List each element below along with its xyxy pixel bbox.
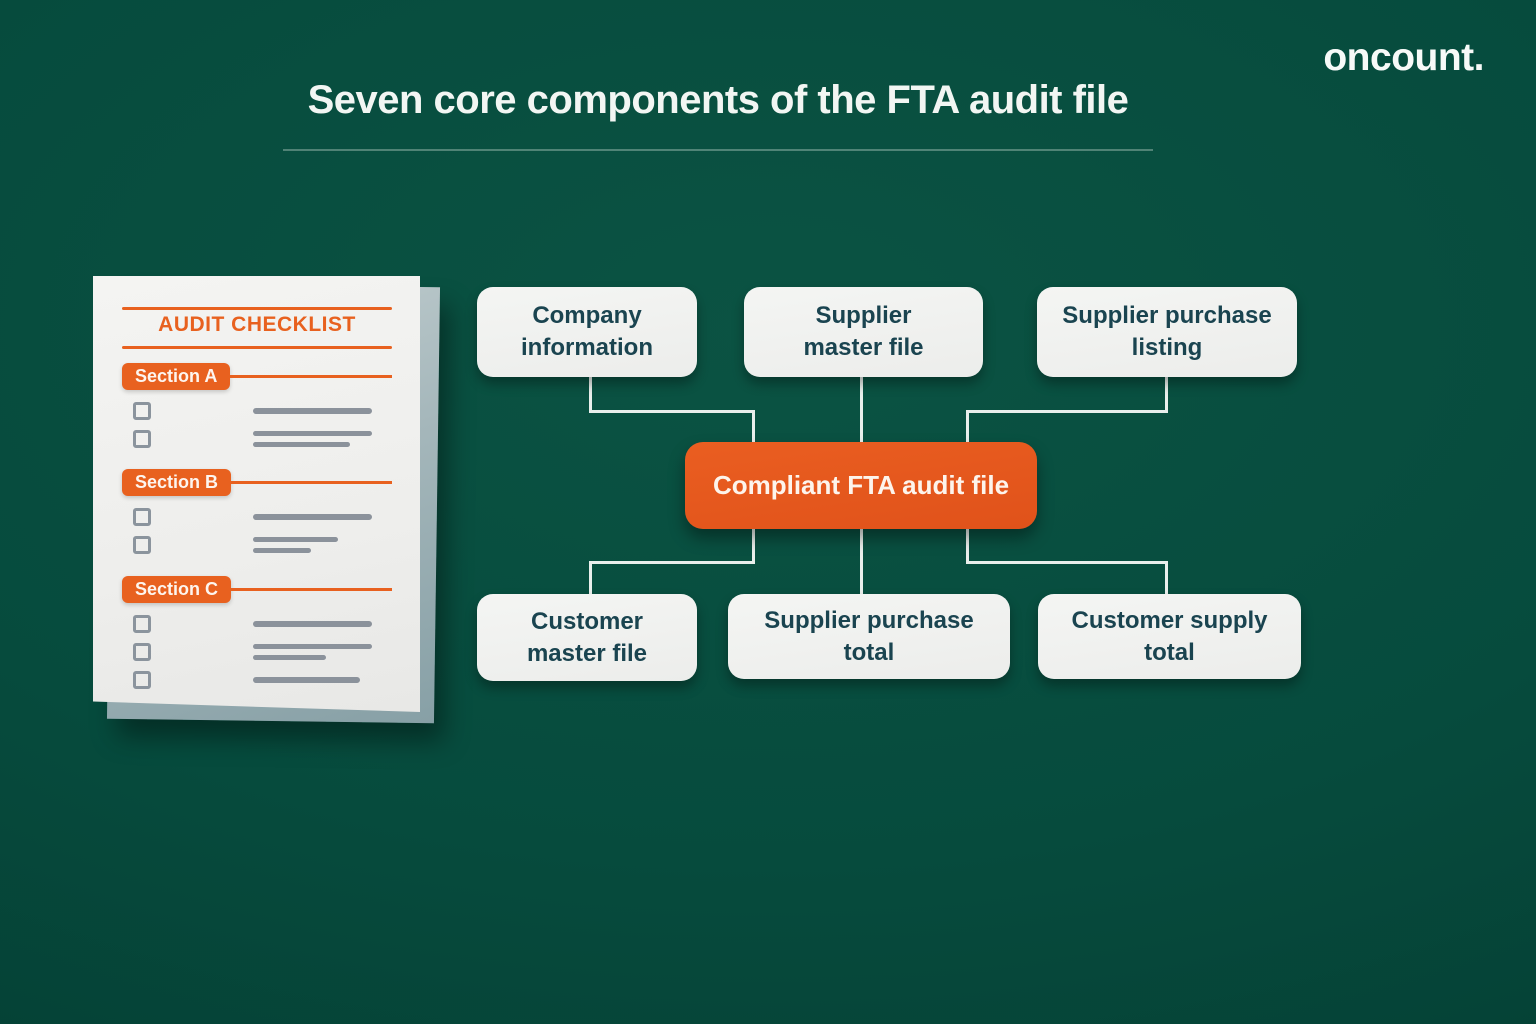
placeholder-line <box>253 514 372 520</box>
checkbox-icon <box>133 430 151 448</box>
checklist-top-rule <box>122 307 392 310</box>
checkbox-icon <box>133 671 151 689</box>
connector-line <box>966 529 969 564</box>
node-compliant-fta-audit-file: Compliant FTA audit file <box>685 442 1037 529</box>
checklist-section-c: Section C <box>122 576 392 689</box>
node-customer-supply-total: Customer supply total <box>1038 594 1301 679</box>
placeholder-line <box>253 442 350 447</box>
page-title: Seven core components of the FTA audit f… <box>307 78 1129 122</box>
connector-line <box>589 377 592 413</box>
checklist-title: AUDIT CHECKLIST <box>158 313 356 336</box>
checklist-item <box>133 430 392 448</box>
connector-line <box>860 377 863 442</box>
section-header-row: Section B <box>122 469 392 496</box>
section-badge: Section C <box>122 576 232 603</box>
placeholder-line <box>253 537 338 542</box>
node-supplier-purchase-listing: Supplier purchase listing <box>1037 287 1297 377</box>
placeholder-line <box>253 431 372 436</box>
connector-line <box>966 410 1168 413</box>
node-supplier-master-file: Supplier master file <box>744 287 983 377</box>
section-badge: Section B <box>122 469 232 496</box>
checkbox-icon <box>133 536 151 554</box>
node-supplier-purchase-total: Supplier purchase total <box>728 594 1010 679</box>
placeholder-line <box>253 677 360 683</box>
checklist-section-a: Section A <box>122 363 392 448</box>
checklist-item <box>133 671 392 689</box>
brand-logo: oncount. <box>1323 36 1484 79</box>
connector-line <box>589 561 592 594</box>
connector-line <box>966 561 1168 564</box>
placeholder-line <box>253 548 311 553</box>
node-company-information: Company information <box>477 287 697 377</box>
connector-line <box>966 410 969 442</box>
section-rule <box>231 481 392 484</box>
paper-front-page: AUDIT CHECKLIST Section A <box>93 276 420 712</box>
checklist-item <box>133 615 392 633</box>
connector-line <box>589 561 755 564</box>
checklist-item <box>133 536 392 554</box>
audit-checklist-illustration: AUDIT CHECKLIST Section A <box>93 276 441 724</box>
checklist-bottom-rule <box>122 346 392 349</box>
section-badge: Section A <box>122 363 231 390</box>
connector-line <box>752 529 755 564</box>
section-rule <box>231 588 392 591</box>
checklist-item <box>133 402 392 420</box>
title-divider <box>283 149 1153 151</box>
checklist-section-b: Section B <box>122 469 392 554</box>
connector-line <box>589 410 755 413</box>
checkbox-icon <box>133 508 151 526</box>
checklist-item <box>133 643 392 661</box>
checkbox-icon <box>133 402 151 420</box>
placeholder-line <box>253 644 372 649</box>
connector-line <box>1165 561 1168 594</box>
section-header-row: Section A <box>122 363 392 390</box>
connector-line <box>1165 377 1168 413</box>
placeholder-line <box>253 621 372 627</box>
placeholder-line <box>253 655 326 660</box>
checkbox-icon <box>133 643 151 661</box>
connector-line <box>752 410 755 442</box>
checklist-item <box>133 508 392 526</box>
section-header-row: Section C <box>122 576 392 603</box>
checkbox-icon <box>133 615 151 633</box>
section-rule <box>230 375 392 378</box>
node-customer-master-file: Customer master file <box>477 594 697 681</box>
connector-line <box>860 529 863 594</box>
placeholder-line <box>253 408 372 414</box>
